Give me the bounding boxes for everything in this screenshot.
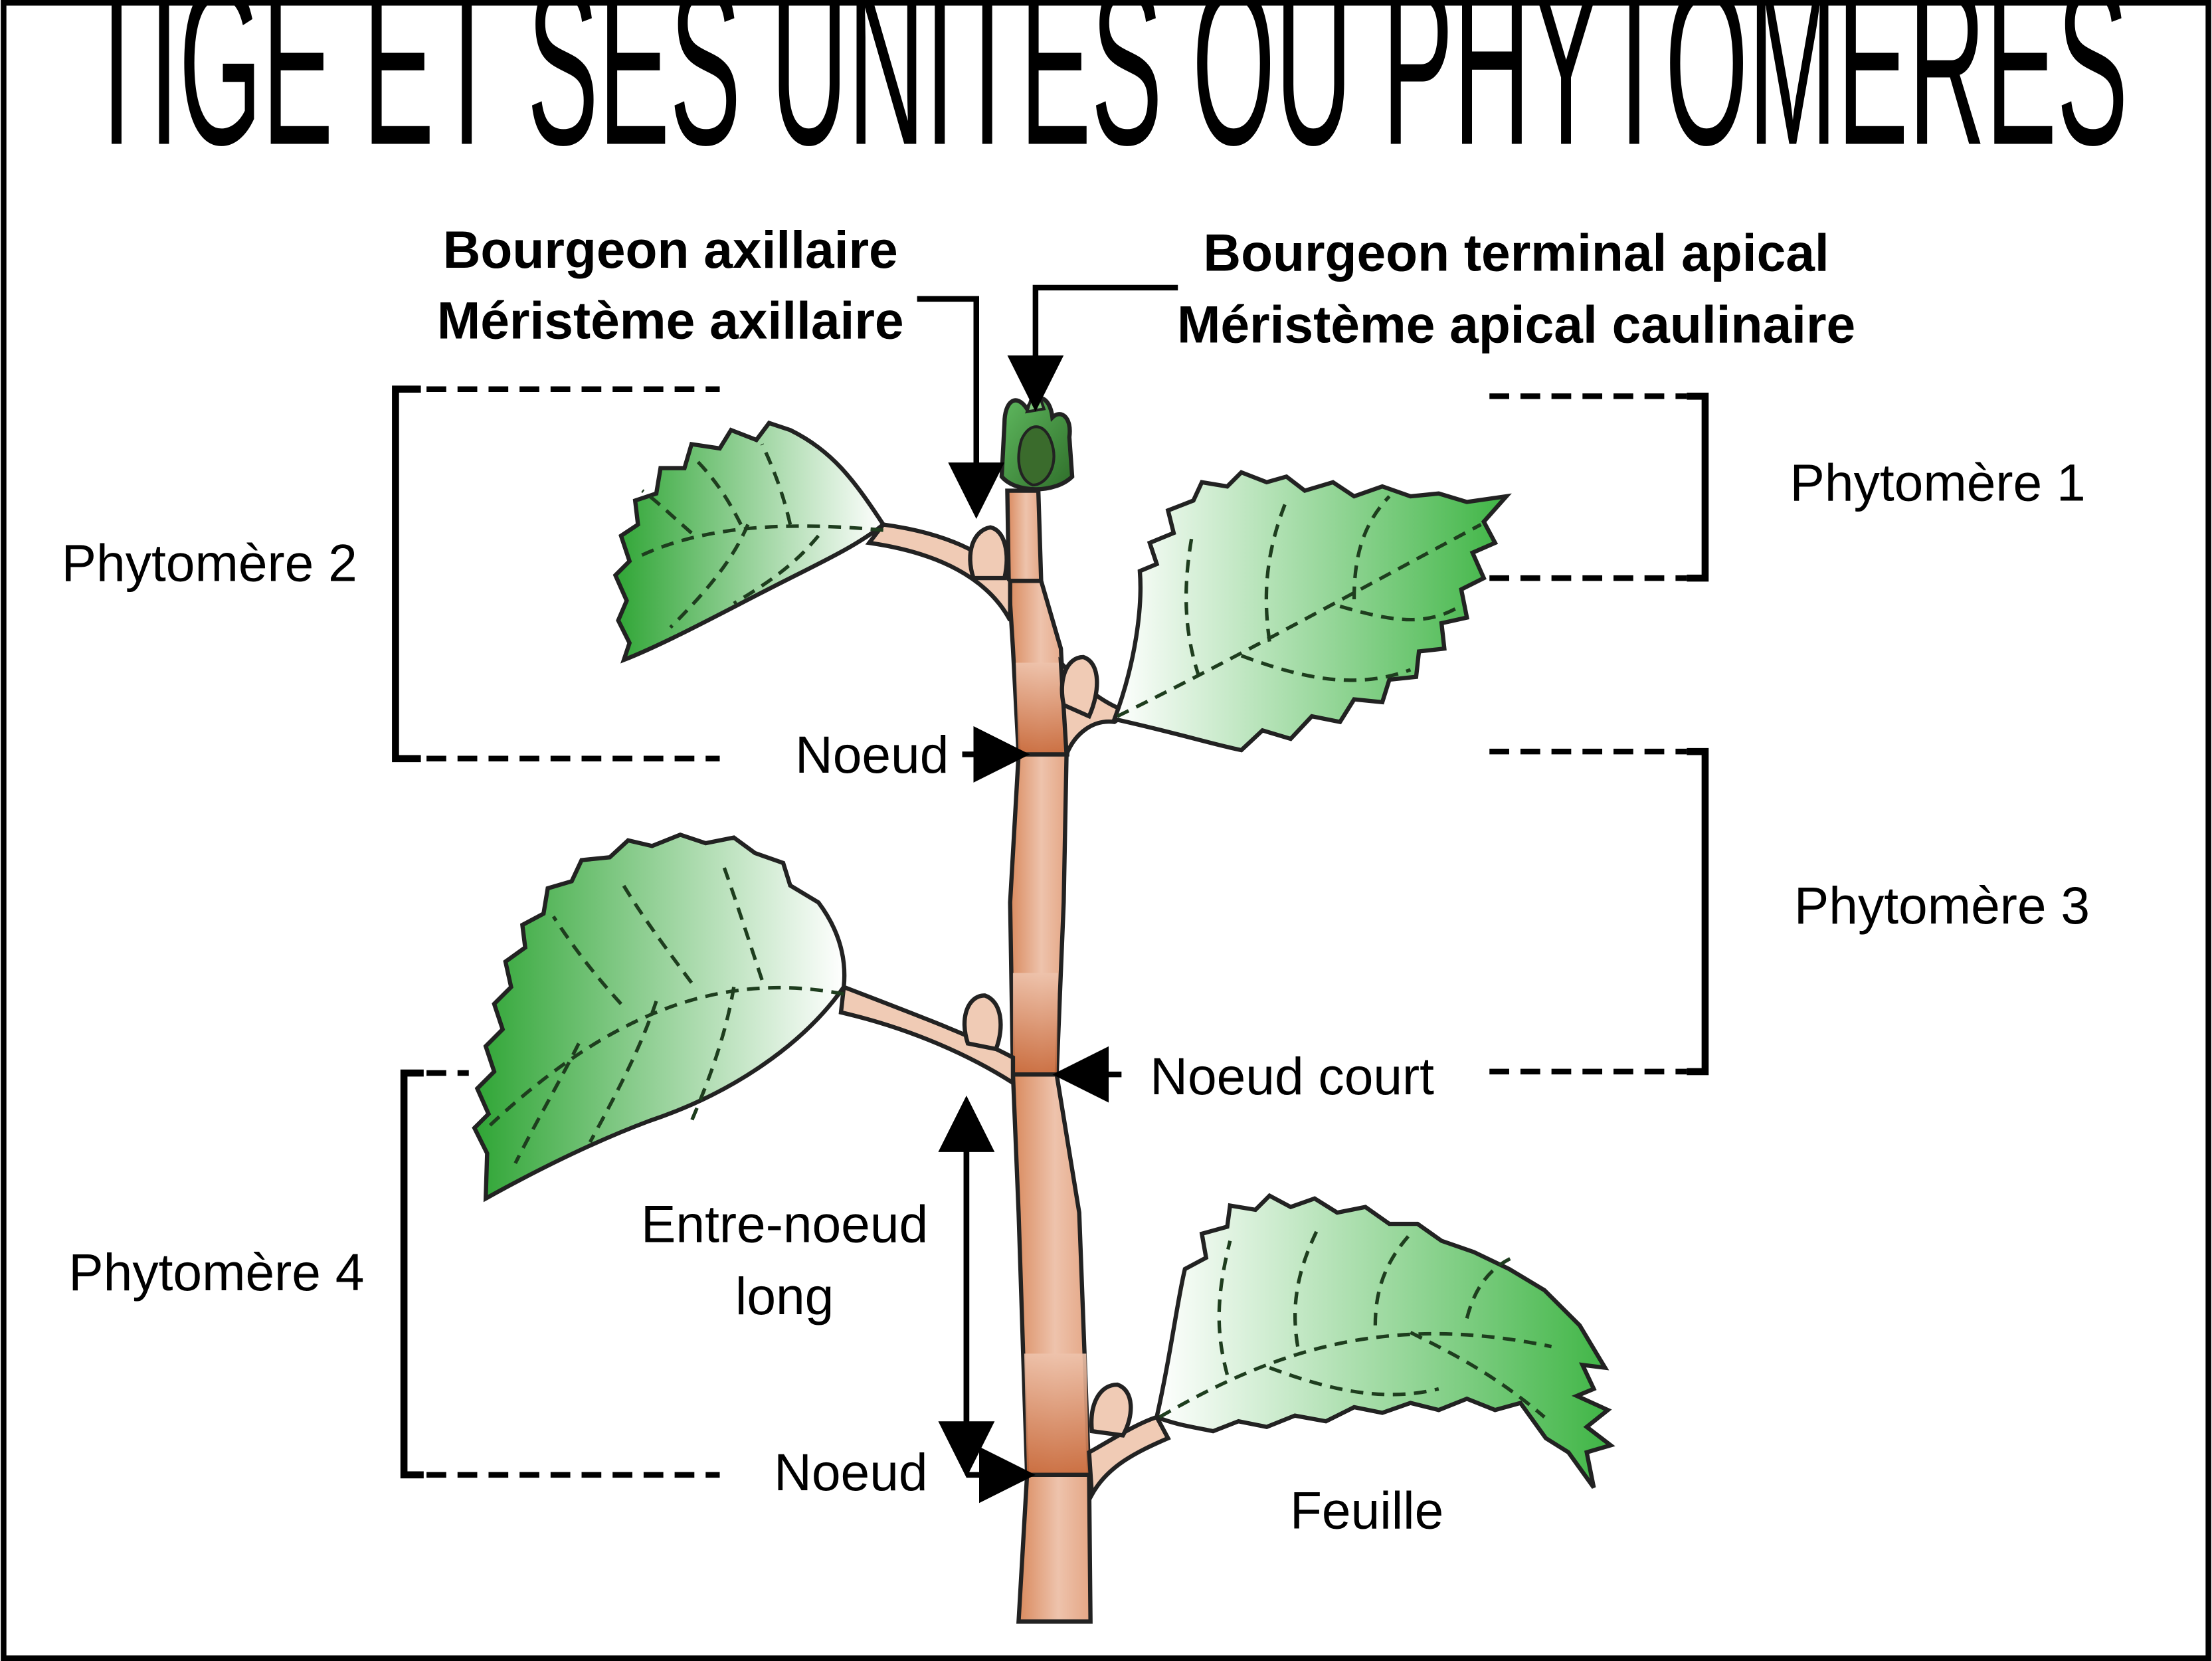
leaf-upper-right [1111, 470, 1512, 753]
entre-noeud-label-line2: long [735, 1267, 834, 1325]
axillary-bud [962, 993, 1003, 1052]
phytomere-3-label: Phytomère 3 [1794, 876, 2090, 935]
noeud-bottom-label: Noeud [774, 1443, 927, 1502]
noeud-court-label: Noeud court [1150, 1047, 1434, 1106]
meristeme-axillaire-label: Méristème axillaire [437, 291, 904, 349]
terminal-pointer [1007, 284, 1178, 412]
bourgeon-terminal-label: Bourgeon terminal apical [1203, 223, 1829, 282]
phytomere-2-bracket [392, 385, 720, 763]
node-segment [1016, 662, 1067, 755]
axillary-bud [1089, 1382, 1133, 1438]
phytomere-3-bracket [1489, 747, 1709, 1076]
phytomere-2-label: Phytomère 2 [62, 534, 357, 592]
phytomere-1-bracket [1489, 393, 1709, 582]
entre-noeud-label-line1: Entre-noeud [641, 1195, 928, 1254]
node-segment [1012, 973, 1058, 1075]
feuille-label: Feuille [1290, 1482, 1443, 1540]
phytomere-4-bracket [400, 1069, 720, 1479]
axillary-bud [968, 525, 1009, 581]
bourgeon-axillaire-label: Bourgeon axillaire [443, 221, 898, 279]
axillaire-pointer [917, 296, 1005, 519]
node-segment [1024, 1353, 1089, 1475]
noeud-top-label: Noeud [795, 726, 949, 784]
leaf-middle-left [472, 832, 847, 1203]
petioles [838, 522, 1171, 1502]
phytomere-4-label: Phytomère 4 [68, 1243, 364, 1302]
leaf-upper-left [612, 420, 886, 664]
meristeme-apical-label: Méristème apical caulinaire [1177, 296, 1855, 354]
diagram-title: TIGE ET SES UNITES OU PHYTOMERES [84, 0, 2128, 193]
axillary-buds [962, 525, 1133, 1438]
axillary-bud [1060, 654, 1099, 720]
leaf-lower-right [1154, 1193, 1615, 1489]
phytomere-1-label: Phytomère 1 [1790, 453, 2086, 512]
